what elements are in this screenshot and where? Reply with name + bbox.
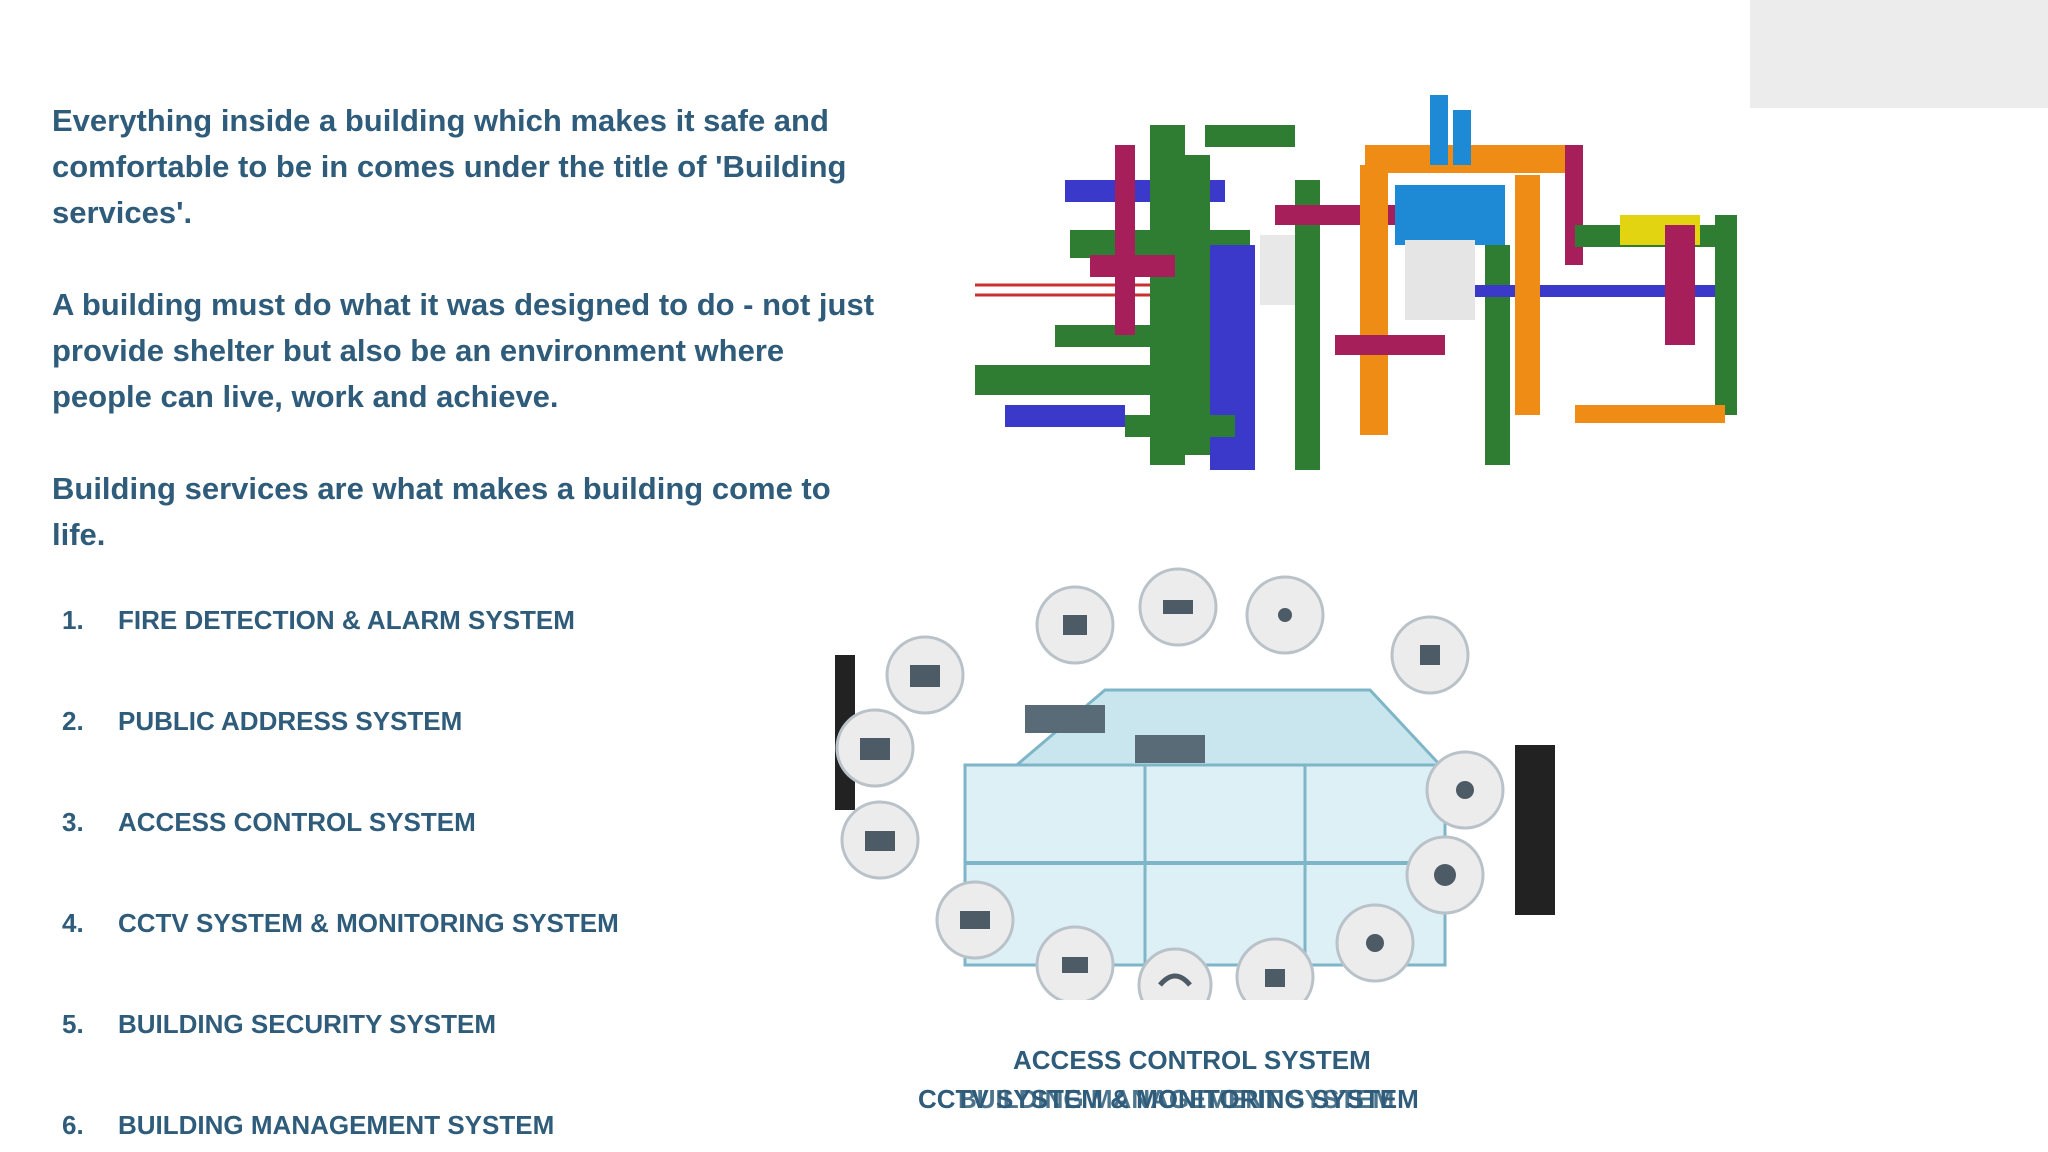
caption-bms: BUILDING MANAGEMENT SYSTEM: [958, 1084, 1395, 1114]
corner-placeholder: [1750, 0, 2048, 108]
intro-paragraph-1: Everything inside a building which makes…: [52, 103, 847, 230]
intro-paragraph-2: A building must do what it was designed …: [52, 287, 875, 414]
intro-text: Everything inside a building which makes…: [52, 98, 892, 604]
smart-house-illustration: [800, 545, 1570, 1000]
caption-cctv: CCTV SYSTEM & MONITORING SYSTEM: [918, 1084, 1419, 1114]
intro-paragraph-3: Building services are what makes a build…: [52, 471, 831, 552]
mep-pipes-illustration: [975, 85, 1740, 475]
caption-access-control: ACCESS CONTROL SYSTEM: [1013, 1045, 1371, 1075]
